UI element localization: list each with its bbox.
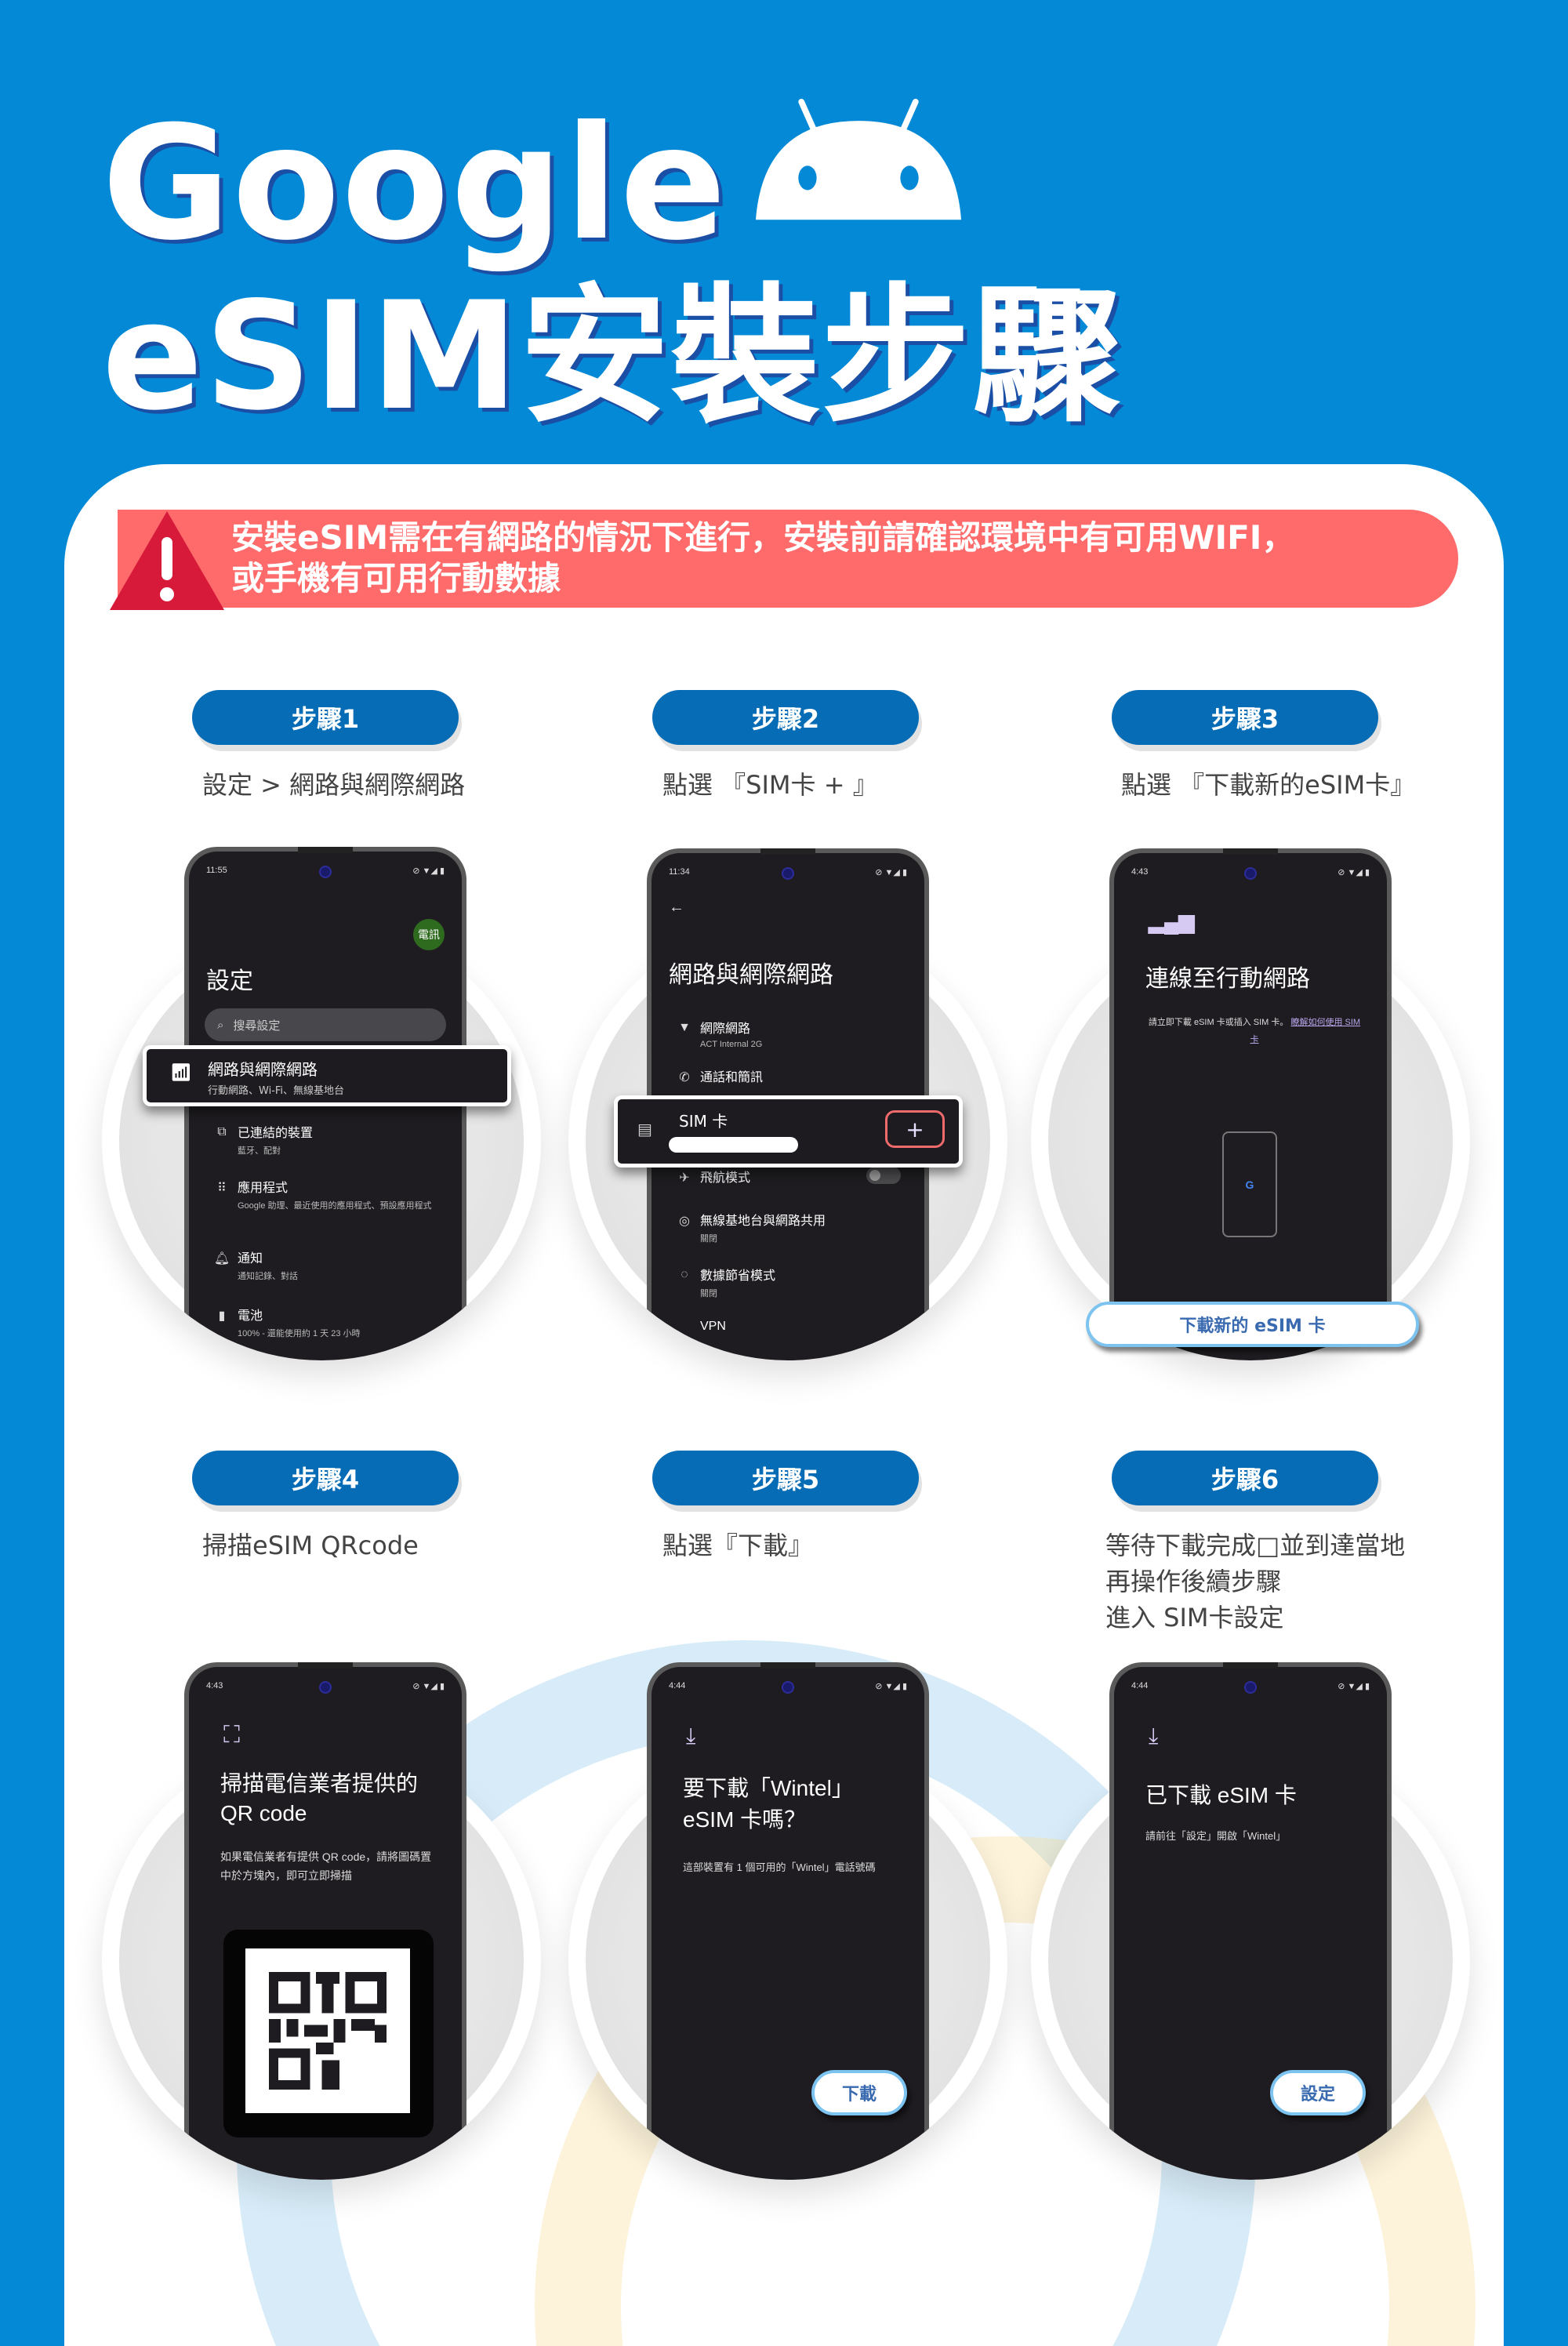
hotspot-icon: ◎ xyxy=(679,1215,690,1228)
step-3-phone: 4:43⊘ ▼◢ ▮ ▂▄▆ 連線至行動網路 請立即下載 eSIM 卡或插入 S… xyxy=(1109,848,1392,1360)
title-line-1: Google xyxy=(102,93,728,275)
status-time: 11:55 xyxy=(206,866,227,875)
network-item-airplane-mode[interactable]: ✈飛航模式 xyxy=(669,1167,916,1186)
status-time: 11:34 xyxy=(669,867,690,877)
google-phone-illustration: G xyxy=(1222,1131,1277,1237)
step-1-label: 步驟1 xyxy=(192,690,459,745)
status-icons: ⊘ ▼◢ ▮ xyxy=(412,866,445,876)
wifi-icon: ▼ xyxy=(678,1021,691,1034)
apps-grid-icon: ⠿ xyxy=(217,1182,227,1195)
settings-item-network-internet[interactable]: 📶︎ 網路與網際網路 行動網路、Wi-Fi、無線基地台 xyxy=(143,1045,511,1106)
status-time: 4:44 xyxy=(669,1681,686,1690)
step-6-desc: 等待下載完成□並到達當地 再操作後續步驟 進入 SIM卡設定 xyxy=(1105,1531,1406,1632)
download-esim-title: 要下載「Wintel」 xyxy=(683,1776,854,1800)
settings-title: 設定 xyxy=(206,968,253,994)
status-icons: ⊘ ▼◢ ▮ xyxy=(1338,868,1370,877)
status-time: 4:43 xyxy=(1131,867,1149,877)
redacted-bar xyxy=(669,1137,798,1153)
phone-sms-icon: ✆ xyxy=(679,1071,690,1084)
devices-icon: ⧉ xyxy=(217,1125,227,1138)
camera-icon xyxy=(1244,1681,1257,1694)
network-item-sim-card[interactable]: ▤ SIM 卡 + xyxy=(614,1095,963,1168)
warning-triangle-icon xyxy=(110,511,224,610)
step-2-desc: 點選 『SIM卡 + 』 xyxy=(662,770,878,800)
camera-icon xyxy=(1244,867,1257,880)
back-arrow-icon[interactable]: ← xyxy=(669,899,684,916)
status-icons: ⊘ ▼◢ ▮ xyxy=(1338,1682,1370,1691)
airplane-mode-toggle[interactable] xyxy=(866,1167,901,1184)
qr-viewfinder xyxy=(223,1930,434,2137)
sim-download-icon: ⤓ xyxy=(686,1723,696,1748)
warning-text-line-1: 安裝eSIM需在有網路的情況下進行，安裝前請確認環境中有可用WIFI， xyxy=(231,518,1295,557)
network-title: 網路與網際網路 xyxy=(669,962,833,988)
signal-bars-icon: ▂▄▆ xyxy=(1149,910,1195,933)
status-icons: ⊘ ▼◢ ▮ xyxy=(412,1682,445,1691)
step-5-phone-wrap: 4:44⊘ ▼◢ ▮ ⤓ 要下載「Wintel」 eSIM 卡嗎？ 這部裝置有 … xyxy=(568,1654,1007,2180)
status-time: 4:44 xyxy=(1131,1681,1149,1690)
step-3-desc: 點選 『下載新的eSIM卡』 xyxy=(1121,770,1416,800)
airplane-icon: ✈ xyxy=(679,1171,690,1185)
camera-icon xyxy=(319,1681,332,1694)
network-item-calls-sms[interactable]: ✆通話和簡訊 xyxy=(669,1066,916,1085)
step-1-desc: 設定 > 網路與網際網路 xyxy=(202,770,466,800)
learn-sim-link[interactable]: 瞭解如何使用 SIM 卡 xyxy=(1250,1018,1361,1044)
settings-item-notifications[interactable]: 🔔︎通知通知記錄、對話 xyxy=(206,1247,454,1282)
status-icons: ⊘ ▼◢ ▮ xyxy=(875,868,907,877)
camera-icon xyxy=(782,867,794,880)
step-2-label: 步驟2 xyxy=(652,690,919,745)
settings-button[interactable]: 設定 xyxy=(1270,2070,1366,2115)
bell-icon: 🔔︎ xyxy=(213,1252,230,1266)
battery-icon: ▮ xyxy=(218,1309,226,1323)
settings-item-connected-devices[interactable]: ⧉已連結的裝置藍牙、配對 xyxy=(206,1122,454,1157)
sim-download-icon: ⤓ xyxy=(1149,1723,1159,1748)
search-settings-input[interactable]: ⌕ 搜尋設定 xyxy=(205,1008,446,1041)
step-4-phone-wrap: 4:43⊘ ▼◢ ▮ ⛶ 掃描電信業者提供的 QR code 如果電信業者有提供… xyxy=(102,1654,541,2180)
network-item-vpn[interactable]: VPN xyxy=(700,1320,726,1333)
scan-qr-title: 掃描電信業者提供的 xyxy=(220,1771,419,1796)
network-item-hotspot[interactable]: ◎無線基地台與網路共用關閉 xyxy=(669,1210,916,1244)
step-4-label: 步驟4 xyxy=(192,1451,459,1505)
download-button[interactable]: 下載 xyxy=(811,2070,907,2115)
esim-downloaded-body: 請前往「設定」開啟「Wintel」 xyxy=(1145,1830,1287,1842)
avatar[interactable]: 電訊 xyxy=(413,919,445,950)
status-time: 4:43 xyxy=(206,1681,223,1690)
step-5-desc: 點選『下載』 xyxy=(662,1531,814,1560)
step-6-phone-wrap: 4:44 ⊘ ▼◢ ▮ ⤓ 已下載 eSIM 卡 請前往「設定」開啟「Wintel… xyxy=(1031,1654,1470,2180)
download-new-esim-button[interactable]: 下載新的 eSIM 卡 xyxy=(1086,1302,1419,1347)
data-saver-icon: ◌ xyxy=(681,1268,688,1281)
qr-code-icon xyxy=(245,1948,410,2113)
step-4-phone: 4:43⊘ ▼◢ ▮ ⛶ 掃描電信業者提供的 QR code 如果電信業者有提供… xyxy=(184,1662,466,2180)
esim-downloaded-title: 已下載 eSIM 卡 xyxy=(1145,1783,1297,1807)
status-icons: ⊘ ▼◢ ▮ xyxy=(875,1682,907,1691)
step-5-label: 步驟5 xyxy=(652,1451,919,1505)
scan-qr-instructions: 如果電信業者有提供 QR code，請將圖碼置中於方塊內，即可立即掃描 xyxy=(220,1850,432,1882)
network-item-data-saver[interactable]: ◌數據節省模式關閉 xyxy=(669,1265,916,1299)
add-sim-button[interactable]: + xyxy=(885,1110,945,1148)
camera-icon xyxy=(319,866,332,878)
connect-mobile-title: 連線至行動網路 xyxy=(1145,966,1310,992)
step-4-desc: 掃描eSIM QRcode xyxy=(202,1531,419,1560)
camera-icon xyxy=(782,1681,794,1694)
warning-banner: 安裝eSIM需在有網路的情況下進行，安裝前請確認環境中有可用WIFI， 或手機有… xyxy=(118,510,1458,608)
title-line-2: eSIM安裝步驟 xyxy=(102,270,1123,443)
search-icon: ⌕ xyxy=(217,1018,224,1032)
step-3-label: 步驟3 xyxy=(1112,690,1378,745)
qr-scan-icon: ⛶ xyxy=(223,1722,240,1748)
android-icon xyxy=(755,98,962,220)
step-6-phone: 4:44 ⊘ ▼◢ ▮ ⤓ 已下載 eSIM 卡 請前往「設定」開啟「Wintel… xyxy=(1109,1662,1392,2180)
download-esim-body: 這部裝置有 1 個可用的「Wintel」電話號碼 xyxy=(683,1861,876,1873)
warning-text-line-2: 或手機有可用行動數據 xyxy=(231,559,561,597)
wifi-icon: 📶︎ xyxy=(170,1063,192,1083)
step-3-phone-wrap: 4:43⊘ ▼◢ ▮ ▂▄▆ 連線至行動網路 請立即下載 eSIM 卡或插入 S… xyxy=(1031,839,1470,1360)
step-6-label: 步驟6 xyxy=(1112,1451,1378,1505)
sim-card-icon: ▤ xyxy=(637,1120,652,1138)
